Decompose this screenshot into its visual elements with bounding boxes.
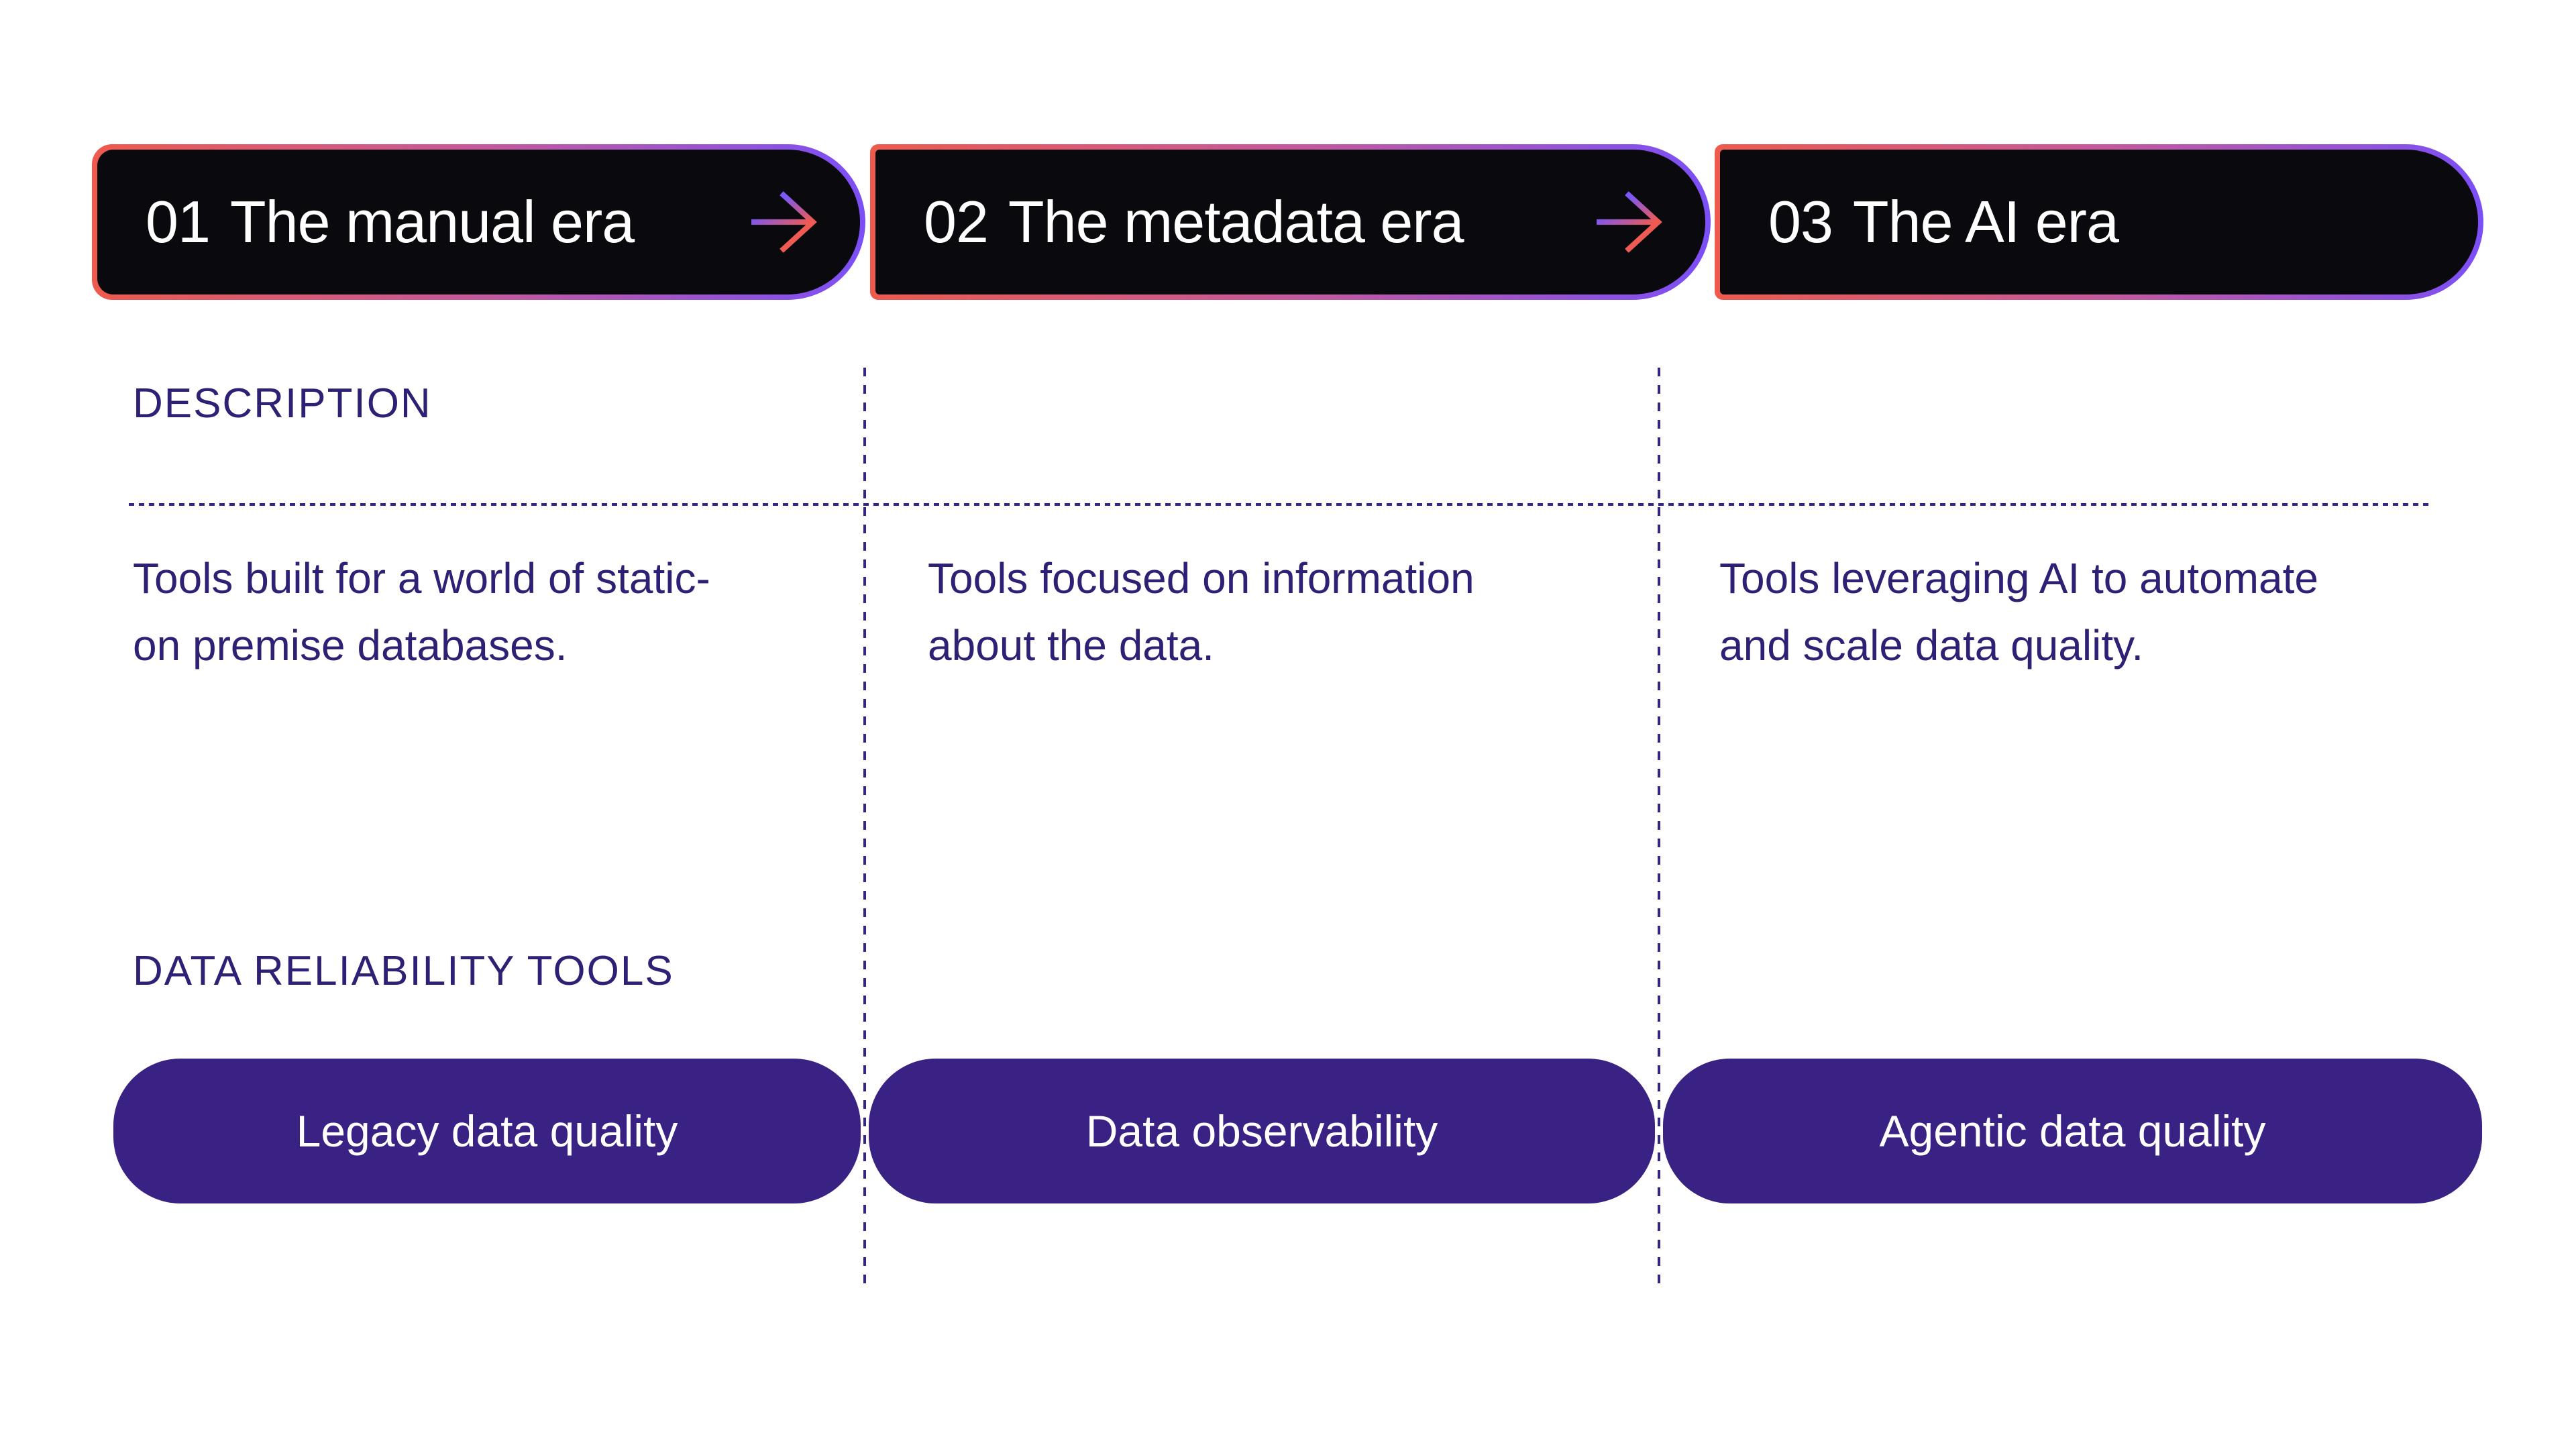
era-number: 03 — [1768, 189, 1833, 255]
description-section-label: DESCRIPTION — [133, 380, 432, 427]
era-pill-ai: 03 The AI era — [1715, 144, 2483, 300]
tool-pill-agentic-data-quality: Agentic data quality — [1663, 1059, 2482, 1203]
tool-pill-legacy-data-quality: Legacy data quality — [113, 1059, 861, 1203]
description-ai-era: Tools leveraging AI to automate and scal… — [1719, 545, 2318, 679]
era-title: 02 The metadata era — [924, 188, 1464, 256]
era-number: 02 — [924, 189, 989, 255]
era-title: 01 The manual era — [146, 188, 635, 256]
description-line: Tools built for a world of static- — [133, 554, 710, 602]
era-pill-manual: 01 The manual era — [92, 144, 865, 300]
arrow-right-icon — [1597, 191, 1662, 253]
era-pill-metadata-inner: 02 The metadata era — [875, 150, 1705, 294]
tools-section-label: DATA RELIABILITY TOOLS — [133, 948, 674, 994]
era-pill-ai-inner: 03 The AI era — [1720, 150, 2478, 294]
description-line: and scale data quality. — [1719, 621, 2144, 669]
description-line: Tools leveraging AI to automate — [1719, 554, 2318, 602]
description-line: on premise databases. — [133, 621, 568, 669]
era-title: 03 The AI era — [1768, 188, 2119, 256]
description-line: Tools focused on information — [928, 554, 1474, 602]
horizontal-dotted-divider — [129, 503, 2430, 506]
era-number: 01 — [146, 189, 211, 255]
era-pill-metadata: 02 The metadata era — [870, 144, 1711, 300]
era-name: The metadata era — [1008, 189, 1464, 255]
era-pill-manual-inner: 01 The manual era — [97, 150, 860, 294]
description-line: about the data. — [928, 621, 1215, 669]
vertical-dotted-divider-2 — [1658, 368, 1660, 1288]
vertical-dotted-divider-1 — [863, 368, 866, 1288]
description-metadata-era: Tools focused on information about the d… — [928, 545, 1474, 679]
era-name: The AI era — [1852, 189, 2119, 255]
arrow-right-icon — [751, 191, 817, 253]
description-manual-era: Tools built for a world of static- on pr… — [133, 545, 710, 679]
era-name: The manual era — [229, 189, 635, 255]
tool-pill-data-observability: Data observability — [869, 1059, 1655, 1203]
